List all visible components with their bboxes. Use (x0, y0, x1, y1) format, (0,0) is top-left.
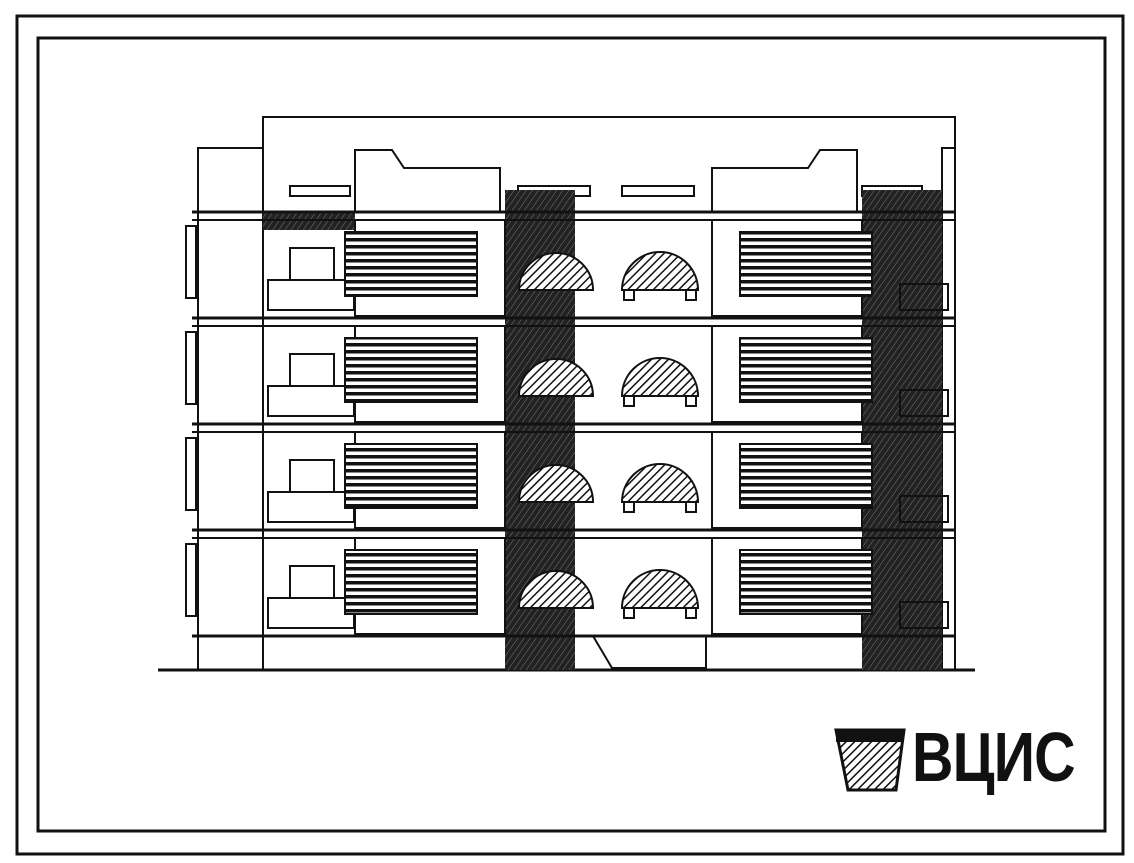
arch-window (620, 463, 700, 503)
parapet-right (711, 149, 858, 212)
arch-window (620, 569, 700, 609)
roof-bar (621, 185, 695, 197)
striped-window (739, 231, 873, 297)
wing-window (185, 543, 197, 617)
arch-window-left (517, 464, 595, 503)
arch-window (620, 251, 700, 291)
striped-window (739, 443, 873, 509)
balcony-left (267, 491, 355, 523)
inner-frame (36, 36, 1107, 833)
arch-window-left (517, 570, 595, 609)
balcony-right (899, 389, 949, 417)
arch-sill (685, 607, 697, 619)
striped-window (739, 549, 873, 615)
striped-window (739, 337, 873, 403)
outer-frame (15, 14, 1125, 856)
balcony-door (289, 353, 335, 387)
balcony-right (899, 283, 949, 311)
striped-window (344, 337, 478, 403)
balcony-right (899, 495, 949, 523)
balcony-left (267, 597, 355, 629)
balcony-right (899, 601, 949, 629)
arch-window-left (517, 252, 595, 291)
dark-loggia-right (862, 190, 942, 670)
arch-sill (623, 501, 635, 513)
left-wing (197, 147, 264, 671)
balcony-left (267, 385, 355, 417)
arch-window-left (517, 358, 595, 397)
arch-sill (623, 395, 635, 407)
striped-window (344, 231, 478, 297)
entrance-canopy (591, 635, 707, 669)
arch-sill (623, 607, 635, 619)
parapet-left (354, 149, 501, 212)
balcony-door (289, 565, 335, 599)
balcony-left (267, 279, 355, 311)
arch-sill (685, 289, 697, 301)
striped-window (344, 549, 478, 615)
striped-window (344, 443, 478, 509)
arch-sill (685, 395, 697, 407)
building-elevation (158, 116, 975, 672)
hatched-monogram-icon (834, 728, 906, 792)
roof-bar (289, 185, 351, 197)
wing-window (185, 225, 197, 299)
wing-window (185, 437, 197, 511)
arch-sill (623, 289, 635, 301)
arch-sill (685, 501, 697, 513)
balcony-door (289, 459, 335, 493)
arch-window (620, 357, 700, 397)
logo-text: ВЦИС (912, 718, 1076, 796)
balcony-door (289, 247, 335, 281)
wing-window (185, 331, 197, 405)
